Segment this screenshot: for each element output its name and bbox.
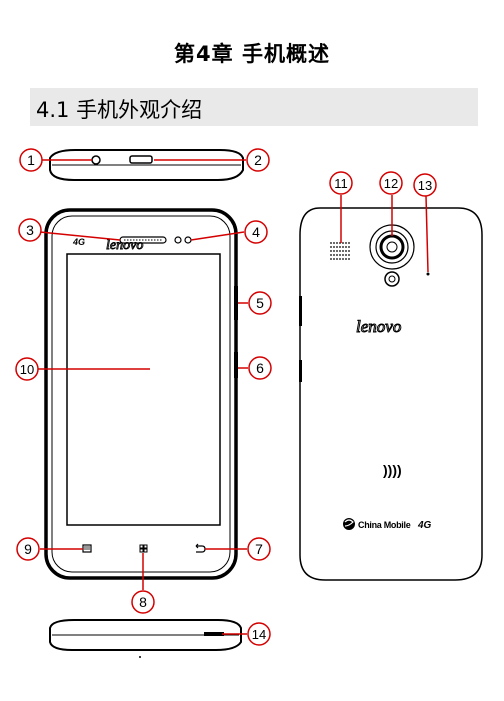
volume-key <box>234 286 238 320</box>
callout-11: 11 <box>334 176 348 191</box>
front-4g-badge: 4G <box>72 237 85 247</box>
light-sensor-icon <box>174 236 182 244</box>
callout-6: 6 <box>256 360 264 376</box>
phone-front-view: 4G lenovo <box>44 208 238 580</box>
bottom-mic-icon <box>139 656 141 658</box>
china-mobile-logo-icon <box>343 518 355 530</box>
flash-icon <box>384 271 400 287</box>
back-brand-logo: lenovo <box>356 317 401 336</box>
screen <box>66 253 221 526</box>
callout-10: 10 <box>20 362 34 377</box>
callout-5: 5 <box>256 295 264 311</box>
back-volume-key <box>299 296 302 326</box>
callout-13: 13 <box>418 178 432 193</box>
callout-circles <box>15 148 437 646</box>
callout-leaders <box>38 159 429 635</box>
back-power-key <box>299 360 302 382</box>
phone-bottom-edge <box>49 619 242 658</box>
phone-top-edge <box>49 149 244 181</box>
callout-9: 9 <box>24 541 32 557</box>
phone-back-view: lenovo )))) China Mobile 4G <box>299 207 483 581</box>
callout-4: 4 <box>252 224 260 240</box>
callout-7: 7 <box>255 541 263 557</box>
home-key-icon <box>139 544 148 553</box>
speaker-grille <box>330 242 350 260</box>
callout-14: 14 <box>252 627 266 642</box>
callout-numbers: 1 2 3 4 5 6 7 8 9 10 11 12 13 14 <box>20 152 432 642</box>
back-4g-badge: 4G <box>417 520 432 531</box>
callout-3: 3 <box>26 222 34 238</box>
section-title: 4.1 手机外观介绍 <box>36 98 203 122</box>
callout-12: 12 <box>384 176 398 191</box>
callout-2: 2 <box>254 152 262 168</box>
nfc-icon: )))) <box>383 462 402 478</box>
microphone-hole-icon <box>426 272 430 276</box>
chapter-title: 第4章 手机概述 <box>174 42 330 66</box>
front-brand-logo: lenovo <box>106 238 143 253</box>
section-header-bar <box>30 88 478 126</box>
card-slot <box>204 632 224 636</box>
carrier-label: China Mobile <box>358 520 411 530</box>
usb-port-icon <box>129 155 153 164</box>
power-key <box>234 352 238 378</box>
callout-1: 1 <box>27 152 35 168</box>
callout-8: 8 <box>139 594 147 610</box>
rear-camera-icon <box>369 224 415 270</box>
